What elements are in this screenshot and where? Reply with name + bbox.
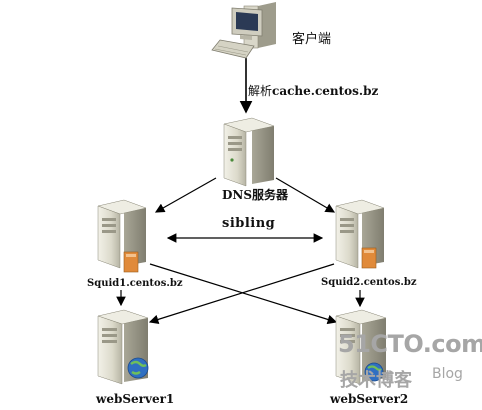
dns-server-label-text: DNS服务器	[222, 188, 289, 202]
webserver1-label: webServer1	[96, 392, 175, 406]
squid1-server-icon	[97, 199, 147, 273]
watermark-tagline: 技术博客	[340, 370, 412, 391]
arrow-dns-to-squid2	[275, 177, 336, 213]
client-computer-icon	[211, 2, 276, 59]
webserver2-label: webServer2	[330, 392, 409, 406]
dns-server-label: DNS服务器	[222, 186, 288, 203]
resolve-label: 解析cache.centos.bz	[248, 82, 378, 99]
squid2-label: Squid2.centos.bz	[321, 277, 417, 288]
arrow-dns-to-squid1	[154, 177, 217, 213]
client-label: 客户端	[292, 32, 332, 47]
watermark-blog: Blog	[432, 366, 463, 382]
squid2-server-icon	[335, 199, 385, 269]
webserver1-icon	[97, 309, 149, 385]
squid1-label: Squid1.centos.bz	[87, 278, 183, 289]
sibling-label: sibling	[222, 216, 276, 231]
watermark-domain: 51CTO.com	[338, 330, 482, 358]
resolve-label-host: cache.centos.bz	[272, 84, 379, 98]
dns-server-icon	[223, 117, 275, 187]
resolve-label-prefix: 解析	[248, 84, 273, 98]
arrow-squid2-to-web1	[148, 263, 335, 325]
webserver2-icon	[335, 309, 387, 385]
